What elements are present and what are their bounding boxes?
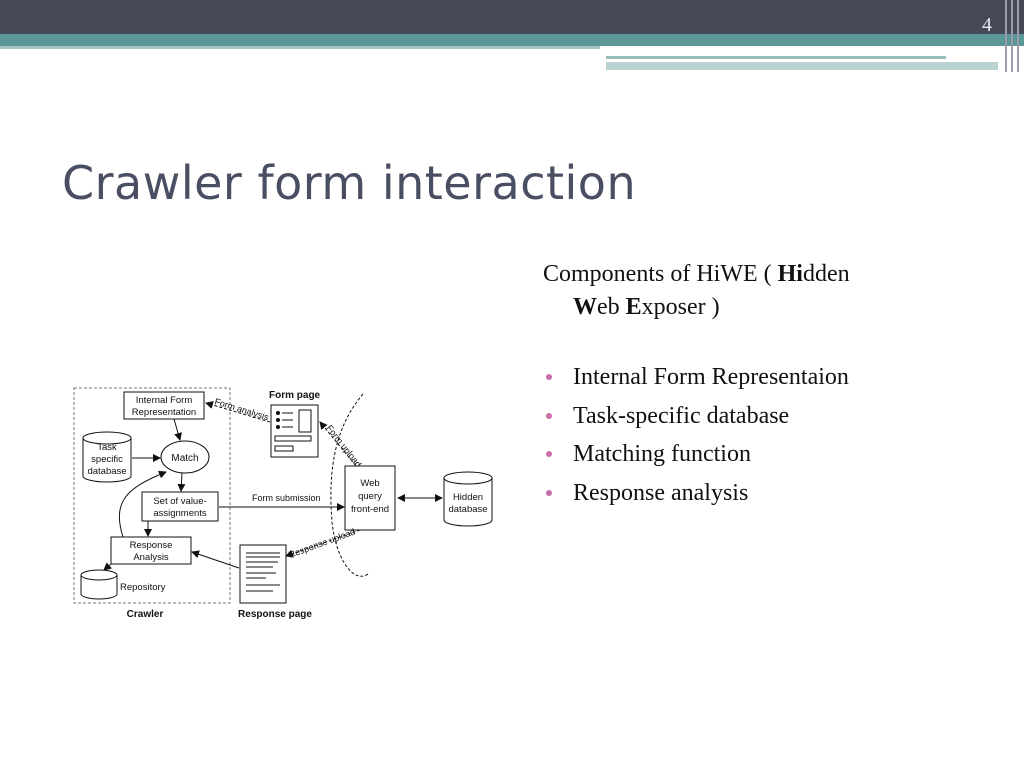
arrow-analysis-to-repository [103, 562, 112, 571]
response-page-label: Response page [238, 609, 312, 620]
task-db-label-1: Task [97, 442, 117, 453]
header-band [0, 34, 1024, 46]
repository-cylinder [80, 569, 118, 600]
response-upload-label: Response upload [287, 527, 356, 560]
internal-form-label-2: Representation [132, 407, 196, 418]
header-line-right-2 [606, 62, 998, 70]
form-upload-label: Form upload [324, 423, 363, 469]
value-assignments-label-1: Set of value- [153, 496, 206, 507]
web-divider-curve [330, 393, 369, 577]
internal-form-box [123, 391, 205, 420]
response-analysis-label-1: Response [130, 540, 173, 551]
web-query-label-1: Web [360, 478, 379, 489]
repository-label: Repository [120, 582, 166, 593]
crawler-frame [73, 387, 231, 604]
web-query-box [344, 465, 396, 531]
bullet-icon [546, 451, 552, 457]
list-item: Internal Form Representaion [543, 358, 983, 397]
hiwe-architecture-diagram: Internal Form Representation Task specif… [73, 387, 493, 620]
web-query-label-2: query [358, 491, 382, 502]
arrow-analysis-to-match [118, 470, 167, 538]
match-label: Match [171, 453, 198, 464]
corner-line-2 [1011, 0, 1013, 72]
form-page-label: Form page [269, 390, 321, 401]
task-db-label-2: specific [91, 454, 123, 465]
form-submission-label: Form submission [252, 493, 321, 503]
arrow-page-to-analysis [191, 550, 240, 569]
header-line-left [0, 46, 600, 49]
hidden-db-cylinder [443, 471, 493, 527]
list-item: Response analysis [543, 474, 983, 513]
arrow-form-analysis [205, 401, 271, 423]
components-list: Internal Form Representaion Task-specifi… [543, 358, 983, 512]
header-bar [0, 0, 1024, 34]
corner-line-1 [1005, 0, 1007, 72]
task-db-label-3: database [87, 466, 126, 477]
form-page-icon [270, 404, 319, 458]
arrow-form-to-match [173, 418, 182, 441]
response-analysis-box [110, 536, 192, 565]
header-line-right-1 [606, 56, 946, 59]
response-analysis-label-2: Analysis [133, 552, 169, 563]
form-analysis-label: Form analysis [213, 396, 270, 422]
crawler-label: Crawler [127, 609, 164, 620]
value-assignments-box [141, 491, 219, 522]
value-assignments-label-2: assignments [153, 508, 207, 519]
match-node [160, 440, 210, 474]
task-db-cylinder [82, 431, 132, 483]
response-page-icon [239, 544, 287, 604]
arrow-response-upload [285, 529, 361, 558]
arrow-match-to-assignments [177, 472, 186, 492]
corner-line-3 [1017, 0, 1019, 72]
hidden-db-label-2: database [448, 504, 487, 515]
slide-title: Crawler form interaction [62, 156, 637, 210]
slide-number: 4 [982, 14, 992, 36]
web-query-label-3: front-end [351, 504, 389, 515]
list-item: Matching function [543, 435, 983, 474]
bullet-icon [546, 374, 552, 380]
hidden-db-label-1: Hidden [453, 492, 483, 503]
list-item: Task-specific database [543, 397, 983, 436]
internal-form-label-1: Internal Form [136, 395, 193, 406]
bullet-icon [546, 412, 552, 419]
bullet-icon [546, 489, 552, 496]
